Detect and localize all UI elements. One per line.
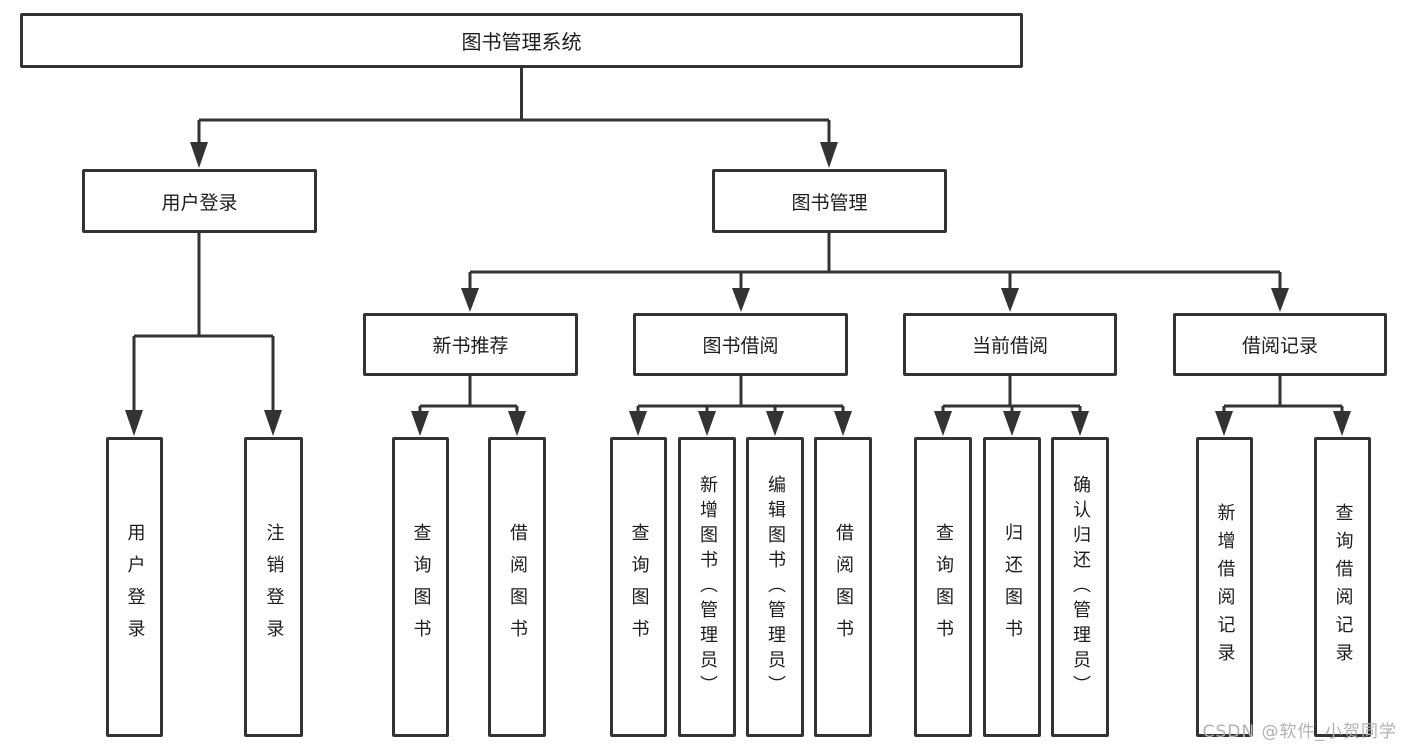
- node-label: 图书借阅: [702, 335, 779, 357]
- node-library-system: 图书管理系统: [20, 13, 1023, 68]
- csdn-watermark: CSDN @软件_小贺同学: [1202, 722, 1397, 742]
- node-label: 新增借阅记录: [1214, 503, 1236, 671]
- node-label: 图书管理系统: [461, 30, 582, 54]
- node-label: 新增图书（管理员）: [697, 474, 718, 700]
- node-user-login: 用户登录: [82, 169, 317, 233]
- node-label: 确认归还（管理员）: [1070, 474, 1091, 700]
- node-leaf-query-borrow-record: 查询借阅记录: [1314, 437, 1371, 737]
- node-label: 归还图书: [1002, 523, 1023, 651]
- arrowheads: [125, 142, 1351, 436]
- node-leaf-query-books-current: 查询图书: [914, 437, 972, 737]
- node-current-borrowing: 当前借阅: [903, 313, 1117, 376]
- node-label: 查询借阅记录: [1332, 503, 1354, 671]
- node-label: 当前借阅: [971, 335, 1048, 357]
- node-label: 借阅图书: [507, 523, 528, 651]
- node-label: 用户登录: [161, 191, 238, 214]
- node-leaf-borrow-books: 借阅图书: [814, 437, 872, 737]
- node-new-book-recommend: 新书推荐: [363, 313, 578, 376]
- node-label: 借阅记录: [1241, 335, 1318, 357]
- node-leaf-add-borrow-record: 新增借阅记录: [1196, 437, 1253, 737]
- node-book-borrowing: 图书借阅: [633, 313, 848, 376]
- node-label: 查询图书: [628, 523, 650, 651]
- node-label: 用户登录: [124, 523, 146, 651]
- node-label: 借阅图书: [833, 523, 854, 651]
- node-label: 新书推荐: [432, 335, 509, 357]
- node-borrowing-records: 借阅记录: [1173, 313, 1387, 376]
- node-label: 注销登录: [263, 523, 285, 651]
- node-leaf-user-login: 用户登录: [106, 437, 163, 737]
- node-leaf-add-books-admin: 新增图书（管理员）: [678, 437, 736, 737]
- node-leaf-query-books-borrowing: 查询图书: [610, 437, 667, 737]
- node-leaf-logout: 注销登录: [244, 437, 303, 737]
- node-label: 编辑图书（管理员）: [765, 474, 786, 700]
- node-label: 图书管理: [791, 191, 868, 214]
- node-leaf-confirm-return-admin: 确认归还（管理员）: [1051, 437, 1109, 737]
- node-leaf-borrow-books-recommend: 借阅图书: [488, 437, 546, 737]
- node-label: 查询图书: [933, 523, 954, 651]
- node-leaf-edit-books-admin: 编辑图书（管理员）: [746, 437, 804, 737]
- node-leaf-query-books-recommend: 查询图书: [392, 437, 449, 737]
- node-book-management: 图书管理: [712, 169, 947, 233]
- node-leaf-return-books: 归还图书: [983, 437, 1041, 737]
- node-label: 查询图书: [410, 523, 432, 651]
